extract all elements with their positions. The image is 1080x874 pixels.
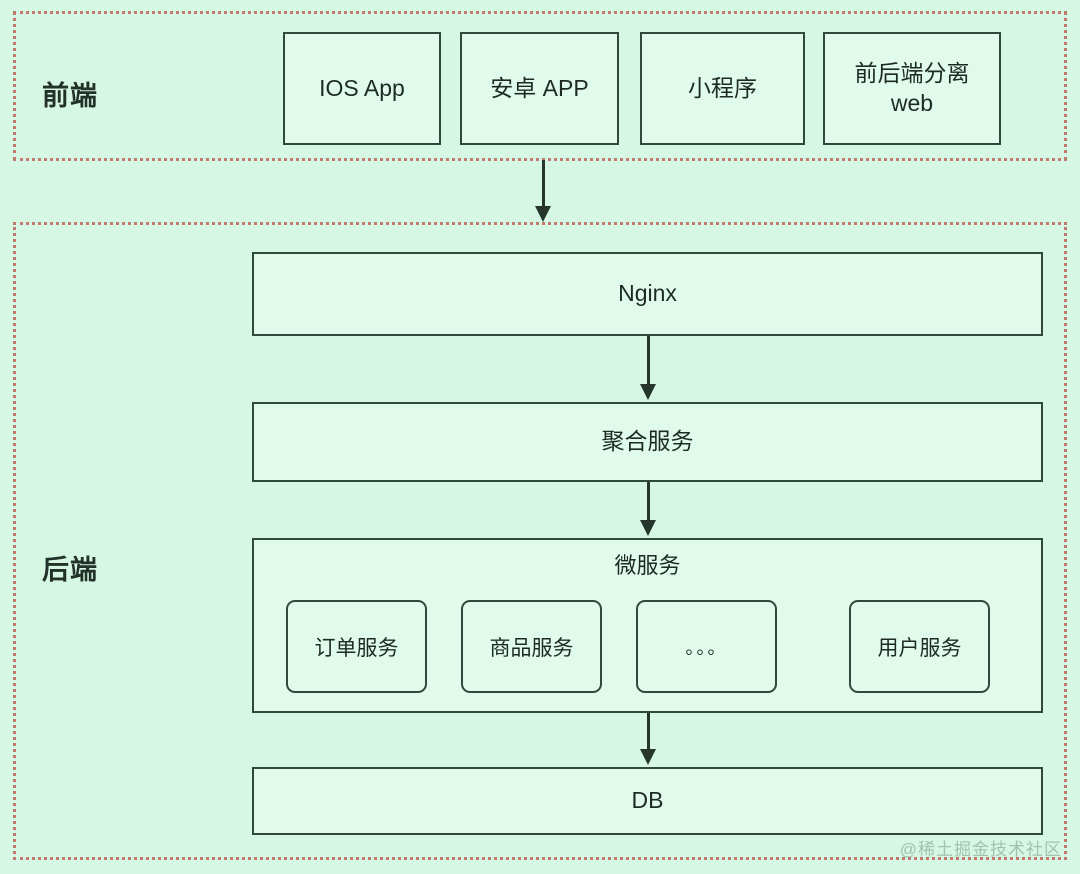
node-order-service[interactable]: 订单服务 [286,600,427,693]
arrow-stem [542,160,545,208]
arrow-microservices-to-db [639,713,657,767]
node-separated-web[interactable]: 前后端分离 web [823,32,1001,145]
backend-region [13,222,1067,860]
node-android-app[interactable]: 安卓 APP [460,32,619,145]
node-aggregate-service[interactable]: 聚合服务 [252,402,1043,482]
arrow-frontend-to-backend [534,160,552,224]
node-more-services-ellipsis[interactable]: 。。。 [636,600,777,693]
arrow-head [640,749,656,765]
microservices-title: 微服务 [614,553,681,578]
node-user-service[interactable]: 用户服务 [849,600,990,693]
arrow-aggregate-to-microservices [639,482,657,538]
frontend-region-label: 前端 [42,81,98,111]
arrow-head [640,384,656,400]
node-database[interactable]: DB [252,767,1043,835]
node-product-service[interactable]: 商品服务 [461,600,602,693]
node-nginx[interactable]: Nginx [252,252,1043,336]
arrow-stem [647,482,650,522]
backend-region-label: 后端 [42,555,98,585]
frontend-region [13,11,1067,161]
node-ios-app[interactable]: IOS App [283,32,441,145]
node-microservices-container: 微服务 订单服务 商品服务 。。。 用户服务 [252,538,1043,713]
arrow-head [535,206,551,222]
arrow-head [640,520,656,536]
arrow-stem [647,336,650,386]
arrow-nginx-to-aggregate [639,336,657,402]
arrow-stem [647,713,650,751]
node-mini-program[interactable]: 小程序 [640,32,805,145]
